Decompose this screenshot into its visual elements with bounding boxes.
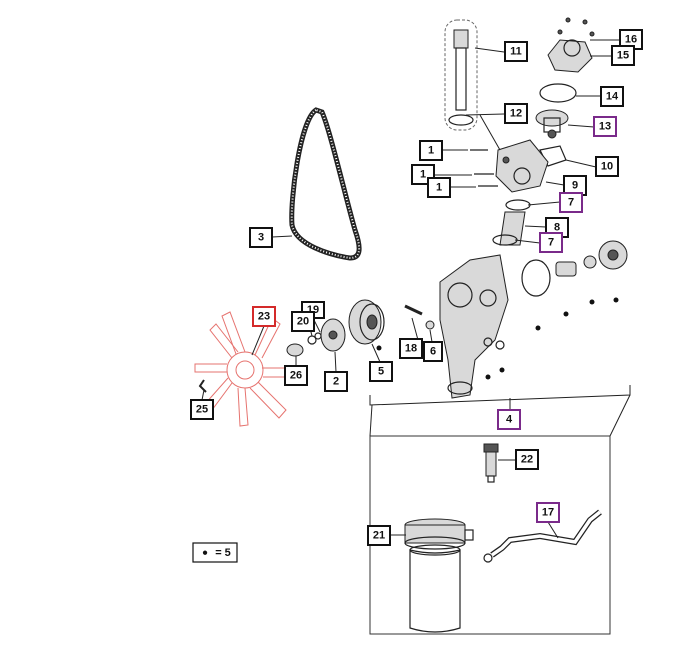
svg-text:13: 13 <box>599 121 611 133</box>
callout-7-upper: 7 <box>559 192 583 213</box>
svg-text:11: 11 <box>510 46 522 58</box>
hose-part <box>499 211 526 246</box>
callout-3: 3 <box>249 227 273 248</box>
callout-12: 12 <box>504 103 528 124</box>
svg-text:1: 1 <box>436 182 442 194</box>
leader-bracket <box>369 385 631 406</box>
svg-text:10: 10 <box>601 161 613 173</box>
svg-text:17: 17 <box>542 507 554 519</box>
sender-unit-part <box>483 443 499 483</box>
callout-6: 6 <box>423 341 443 362</box>
svg-text:26: 26 <box>290 370 302 382</box>
callout-14: 14 <box>600 86 624 107</box>
legend-bullet: ● <box>202 548 208 559</box>
callout-10: 10 <box>595 156 619 177</box>
washer-part-2 <box>314 332 322 340</box>
svg-text:7: 7 <box>548 237 554 249</box>
svg-text:14: 14 <box>606 91 619 103</box>
legend-text: = 5 <box>215 547 231 559</box>
callout-2: 2 <box>324 371 348 392</box>
callout-13: 13 <box>593 116 617 137</box>
callout-11: 11 <box>504 41 528 62</box>
svg-text:18: 18 <box>405 343 417 355</box>
bolts-part <box>470 149 498 187</box>
svg-text:12: 12 <box>510 108 522 120</box>
callout-15: 15 <box>611 45 635 66</box>
legend: ● = 5 <box>192 542 238 563</box>
water-pump-body-part <box>439 254 509 399</box>
seal-ring-part <box>521 259 551 297</box>
svg-text:15: 15 <box>617 50 629 62</box>
svg-text:9: 9 <box>572 180 578 192</box>
callout-23: 23 <box>252 306 276 327</box>
svg-text:16: 16 <box>625 34 637 46</box>
callout-22: 22 <box>515 449 539 470</box>
callout-21: 21 <box>367 525 391 546</box>
callout-20: 20 <box>291 311 315 332</box>
pump-housing-part <box>495 139 549 193</box>
svg-text:5: 5 <box>378 366 384 378</box>
svg-text:22: 22 <box>521 454 533 466</box>
bolt-part <box>425 320 435 330</box>
fan-bolt-part <box>198 379 207 393</box>
callout-17: 17 <box>536 502 560 523</box>
o-ring-part <box>539 83 577 103</box>
callout-4: 4 <box>497 409 521 430</box>
svg-text:20: 20 <box>297 316 309 328</box>
thermostat-part <box>535 109 569 139</box>
svg-text:1: 1 <box>420 169 426 181</box>
fan-hub-part <box>320 318 346 352</box>
dipstick-tube-part <box>444 19 478 131</box>
svg-text:6: 6 <box>430 346 436 358</box>
callout-26: 26 <box>284 365 308 386</box>
callout-1-top: 1 <box>419 140 443 161</box>
svg-text:23: 23 <box>258 311 270 323</box>
bullet-markers <box>376 297 619 380</box>
svg-text:3: 3 <box>258 232 264 244</box>
oil-line-part <box>483 509 602 563</box>
hose-clamp-part <box>505 199 531 211</box>
svg-text:2: 2 <box>333 376 339 388</box>
oil-filter-part <box>404 518 474 633</box>
svg-text:8: 8 <box>554 222 560 234</box>
svg-text:7: 7 <box>568 197 574 209</box>
svg-text:25: 25 <box>196 404 208 416</box>
callout-5: 5 <box>369 361 393 382</box>
stud-part <box>404 304 423 316</box>
pulley-part <box>348 299 385 345</box>
thermostat-housing-part <box>547 17 595 73</box>
callout-25: 25 <box>190 399 214 420</box>
callout-1-bottom: 1 <box>427 177 451 198</box>
svg-text:1: 1 <box>428 145 434 157</box>
svg-text:4: 4 <box>506 414 513 426</box>
leader-lines <box>201 39 620 539</box>
callout-18: 18 <box>399 338 423 359</box>
callout-7-lower: 7 <box>539 232 563 253</box>
svg-text:21: 21 <box>373 530 385 542</box>
pump-shaft-part <box>555 240 628 277</box>
drive-belt-part <box>289 107 362 261</box>
spacer-part <box>286 343 304 357</box>
